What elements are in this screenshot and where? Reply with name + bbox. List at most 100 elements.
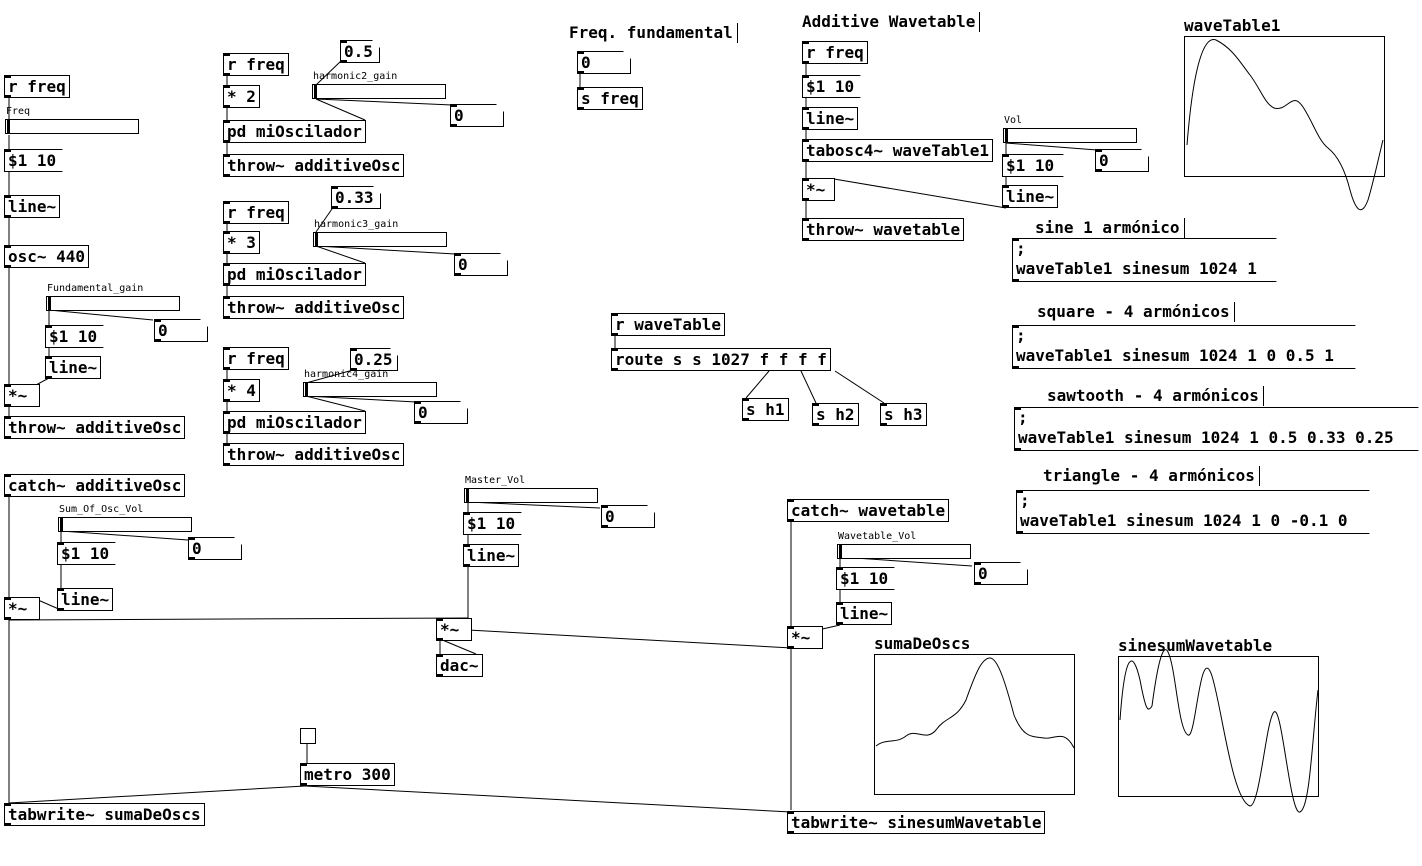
freq-fundamental-number[interactable]: 0 — [577, 51, 631, 74]
line-object[interactable]: line~ — [836, 602, 893, 625]
harmonic3-gain-label: harmonic3_gain — [314, 219, 399, 230]
tabwrite-sumadeoscs-object[interactable]: tabwrite~ sumaDeOscs — [4, 803, 205, 826]
harmonic2-gain-number[interactable]: 0 — [450, 104, 504, 127]
harmonic4-gain-slider[interactable] — [303, 382, 437, 397]
slider-knob[interactable] — [305, 383, 308, 396]
catch-wavetable-object[interactable]: catch~ wavetable — [787, 499, 950, 522]
line-object[interactable]: line~ — [463, 544, 520, 567]
wavetable-vol-slider[interactable] — [837, 544, 971, 559]
s-h2-object[interactable]: s h2 — [812, 403, 859, 426]
r-freq-object[interactable]: r freq — [4, 75, 70, 98]
dollar-message[interactable]: $1 10 — [1002, 154, 1064, 177]
freq-fundamental-comment: Freq. fundamental — [569, 23, 738, 43]
metro-toggle[interactable] — [300, 728, 316, 744]
dollar-message[interactable]: $1 10 — [463, 512, 522, 535]
slider-knob[interactable] — [839, 545, 842, 558]
line-object[interactable]: line~ — [802, 107, 859, 130]
slider-knob[interactable] — [48, 297, 51, 310]
vol-slider[interactable] — [1003, 128, 1137, 143]
sinesumwavetable-array[interactable] — [1118, 656, 1319, 797]
multiply-object[interactable]: * 2 — [223, 85, 260, 108]
s-freq-object[interactable]: s freq — [577, 87, 643, 110]
master-vol-number[interactable]: 0 — [601, 505, 655, 528]
r-freq-object[interactable]: r freq — [802, 41, 868, 64]
square-message[interactable]: ; waveTable1 sinesum 1024 1 0 0.5 1 — [1012, 325, 1356, 369]
sum-of-osc-vol-slider[interactable] — [58, 517, 192, 532]
multiply-signal-object[interactable]: *~ — [4, 384, 40, 407]
master-vol-slider[interactable] — [464, 488, 598, 503]
slider-knob[interactable] — [7, 120, 10, 133]
multiply-object[interactable]: * 3 — [223, 231, 260, 254]
message-line: ; — [1018, 408, 1028, 427]
pd-mioscilador-object[interactable]: pd miOscilador — [223, 263, 366, 286]
line-object[interactable]: line~ — [57, 588, 114, 611]
harmonic3-gain-number[interactable]: 0 — [454, 253, 508, 276]
harmonic4-number[interactable]: 0.25 — [350, 348, 398, 371]
r-wavetable-object[interactable]: r waveTable — [611, 313, 725, 336]
multiply-signal-object[interactable]: *~ — [802, 178, 835, 201]
slider-knob[interactable] — [315, 233, 318, 246]
metro-object[interactable]: metro 300 — [300, 763, 395, 786]
throw-object[interactable]: throw~ additiveOsc — [223, 443, 405, 466]
sum-of-osc-vol-number[interactable]: 0 — [188, 537, 242, 560]
wavetable1-array[interactable] — [1184, 36, 1385, 177]
tabwrite-sinesumwavetable-object[interactable]: tabwrite~ sinesumWavetable — [787, 811, 1046, 834]
multiply-object[interactable]: * 4 — [223, 379, 260, 402]
r-freq-object[interactable]: r freq — [223, 201, 289, 224]
pd-mioscilador-object[interactable]: pd miOscilador — [223, 120, 366, 143]
sine-message[interactable]: ; waveTable1 sinesum 1024 1 — [1012, 238, 1277, 282]
sumadeoscs-array-title: sumaDeOscs — [874, 634, 971, 653]
slider-knob[interactable] — [466, 489, 469, 502]
message-line: ; — [1016, 239, 1026, 258]
message-line: waveTable1 sinesum 1024 1 — [1016, 259, 1257, 278]
sumadeoscs-array[interactable] — [874, 654, 1075, 795]
freq-slider-label: Freq — [6, 106, 31, 117]
multiply-signal-object[interactable]: *~ — [436, 618, 472, 641]
throw-object[interactable]: throw~ wavetable — [802, 218, 965, 241]
harmonic4-gain-number[interactable]: 0 — [414, 401, 468, 424]
osc-object[interactable]: osc~ 440 — [4, 245, 90, 268]
r-freq-object[interactable]: r freq — [223, 53, 289, 76]
throw-object[interactable]: throw~ additiveOsc — [223, 154, 405, 177]
harmonic3-number[interactable]: 0.33 — [331, 186, 381, 209]
r-freq-object[interactable]: r freq — [223, 347, 289, 370]
catch-additiveosc-object[interactable]: catch~ additiveOsc — [4, 474, 186, 497]
dollar-message[interactable]: $1 10 — [57, 542, 116, 565]
tabosc4-object[interactable]: tabosc4~ waveTable1 — [802, 139, 994, 162]
dollar-message[interactable]: $1 10 — [836, 567, 895, 590]
harmonic2-number[interactable]: 0.5 — [340, 40, 380, 63]
multiply-signal-object[interactable]: *~ — [4, 597, 40, 620]
multiply-signal-object[interactable]: *~ — [787, 626, 823, 649]
line-object[interactable]: line~ — [45, 356, 102, 379]
slider-knob[interactable] — [1005, 129, 1008, 142]
fundamental-gain-label: Fundamental_gain — [47, 283, 144, 294]
s-h1-object[interactable]: s h1 — [742, 398, 789, 421]
wavetable-vol-number[interactable]: 0 — [974, 562, 1028, 585]
line-object[interactable]: line~ — [4, 195, 61, 218]
pd-mioscilador-object[interactable]: pd miOscilador — [223, 411, 366, 434]
throw-object[interactable]: throw~ additiveOsc — [4, 416, 186, 439]
message-line: waveTable1 sinesum 1024 1 0 0.5 1 — [1016, 346, 1334, 365]
s-h3-object[interactable]: s h3 — [880, 403, 927, 426]
vol-slider-label: Vol — [1004, 115, 1023, 126]
sawtooth-message[interactable]: ; waveTable1 sinesum 1024 1 0.5 0.33 0.2… — [1014, 407, 1419, 451]
sawtooth-comment: sawtooth - 4 armónicos — [1047, 386, 1264, 406]
throw-object[interactable]: throw~ additiveOsc — [223, 296, 405, 319]
slider-knob[interactable] — [60, 518, 63, 531]
fundamental-gain-slider[interactable] — [46, 296, 180, 311]
fundamental-gain-number[interactable]: 0 — [154, 319, 208, 342]
harmonic2-gain-slider[interactable] — [312, 84, 446, 99]
message-line: ; — [1020, 491, 1030, 510]
dollar-message[interactable]: $1 10 — [4, 149, 63, 172]
triangle-message[interactable]: ; waveTable1 sinesum 1024 1 0 -0.1 0 — [1016, 490, 1370, 534]
vol-number[interactable]: 0 — [1095, 149, 1149, 172]
slider-knob[interactable] — [314, 85, 317, 98]
freq-slider[interactable] — [5, 119, 139, 134]
line-object[interactable]: line~ — [1002, 185, 1059, 208]
route-object[interactable]: route s s 1027 f f f f — [611, 348, 831, 371]
dollar-message[interactable]: $1 10 — [45, 325, 104, 348]
harmonic3-gain-slider[interactable] — [313, 232, 447, 247]
wavetable-vol-label: Wavetable_Vol — [838, 531, 917, 542]
dac-object[interactable]: dac~ — [436, 654, 483, 677]
